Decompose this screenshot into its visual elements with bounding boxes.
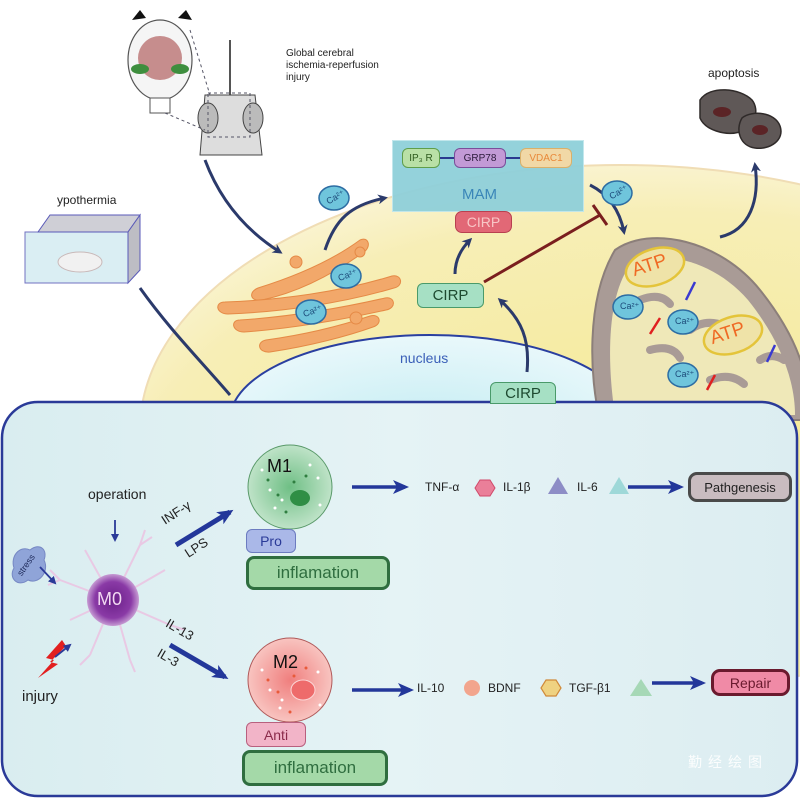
model-label-line: Global cerebral: [286, 48, 354, 59]
m1-macrophage: [247, 444, 333, 530]
apoptotic-cells-icon: [699, 89, 782, 149]
hypothermia-box-icon: [24, 213, 141, 285]
ca-ion: [330, 263, 362, 289]
arrow-m0-to-m1: [174, 509, 234, 548]
stress-icon: [11, 546, 46, 584]
atp-ellipse: [624, 246, 686, 288]
cytokine-il6: IL-6: [577, 480, 598, 494]
model-label: Global cerebral ischemia-reperfusion inj…: [286, 48, 379, 84]
watermark: 勤经绘图: [688, 754, 768, 770]
ca-ion: [295, 299, 327, 325]
injury-label: injury: [22, 688, 58, 705]
arrow-cirp-to-mam-cirp: [453, 237, 473, 275]
mam-protein-vdac1: VDAC1: [520, 148, 572, 168]
m0-label: M0: [97, 589, 123, 609]
triangle-icon: [609, 477, 629, 494]
repair-outcome-box: Repair: [711, 669, 790, 696]
cirp-nucleus-badge: CIRP: [490, 382, 556, 404]
mam-protein-ip3r: IP₃ R: [402, 148, 440, 168]
atp-ellipse: [702, 314, 764, 356]
m1-effect-box: inflamation: [246, 556, 390, 590]
cirp-cytoplasm-badge: CIRP: [417, 283, 484, 308]
circle-icon: [464, 680, 480, 696]
triangle-icon: [548, 477, 568, 494]
inhibition-line: [483, 204, 609, 284]
m0-microglia: [47, 529, 186, 673]
model-label-line: ischemia-reperfusion: [286, 60, 379, 71]
hexagon-icon: [474, 479, 496, 497]
ca-label: Ca²⁺: [620, 301, 640, 311]
mam-label: MAM: [462, 186, 497, 203]
cytokine-il10: IL-10: [417, 681, 445, 695]
arrow-m0-to-m2: [168, 642, 229, 680]
cytokine-tnf: TNF-α: [425, 480, 460, 494]
nucleus-label: nucleus: [400, 350, 449, 366]
m1-label: M1: [267, 456, 293, 476]
m2-macrophage: [247, 637, 333, 723]
arrow-nucleus-cirp-to-cytoplasm: [497, 297, 530, 373]
arrow-injury-to-m0: [54, 643, 72, 658]
arrow-er-to-mam: [323, 194, 388, 251]
ca-ion: [667, 362, 699, 388]
ca-ion: [318, 185, 350, 211]
model-label-line: injury: [286, 72, 310, 83]
arrow-stress-to-m0: [39, 566, 57, 585]
ca-ion: [612, 294, 644, 320]
arrow-injury-to-er: [203, 159, 283, 254]
pathogenesis-outcome-box: Pathgenesis: [688, 472, 792, 502]
atp-decrease-arrow: [684, 281, 697, 301]
m2-label: M2: [273, 652, 299, 672]
cytokine-bdnf: BDNF: [488, 681, 521, 695]
m1-pro-badge: Pro: [246, 529, 296, 553]
cytokine-tgfb1: TGF-β1: [569, 681, 611, 695]
ca-ion: [601, 180, 633, 206]
triangle-icon: [630, 679, 652, 696]
cirp-mam-badge: CIRP: [455, 211, 512, 233]
mam-protein-grp78: GRP78: [454, 148, 506, 168]
mam-connector: [440, 157, 454, 159]
m2-anti-badge: Anti: [246, 722, 306, 747]
apoptosis-label: apoptosis: [708, 66, 760, 80]
operation-label: operation: [88, 486, 147, 502]
mam-connector: [506, 157, 520, 159]
brain-illustration: [127, 10, 193, 114]
top-arrows: [138, 159, 761, 396]
arrow-mito-to-apoptosis: [719, 162, 761, 239]
microglia-panel: [0, 400, 799, 798]
cytokine-il1b: IL-1β: [503, 480, 531, 494]
rat-head-illustration: [164, 29, 264, 156]
ca-label: Ca²⁺: [675, 369, 695, 379]
ca-ion: [667, 309, 699, 335]
hexagon-icon: [540, 679, 562, 697]
atp-decrease-arrow: [765, 344, 777, 363]
ca-influx-arrow: [648, 317, 662, 335]
ca-label: Ca²⁺: [675, 316, 695, 326]
line-hypothermia: [138, 287, 232, 396]
hypothermia-label: ypothermia: [57, 193, 117, 207]
m2-effect-box: inflamation: [242, 750, 388, 786]
ca-influx-arrow: [705, 374, 717, 391]
lightning-icon: [38, 640, 66, 678]
